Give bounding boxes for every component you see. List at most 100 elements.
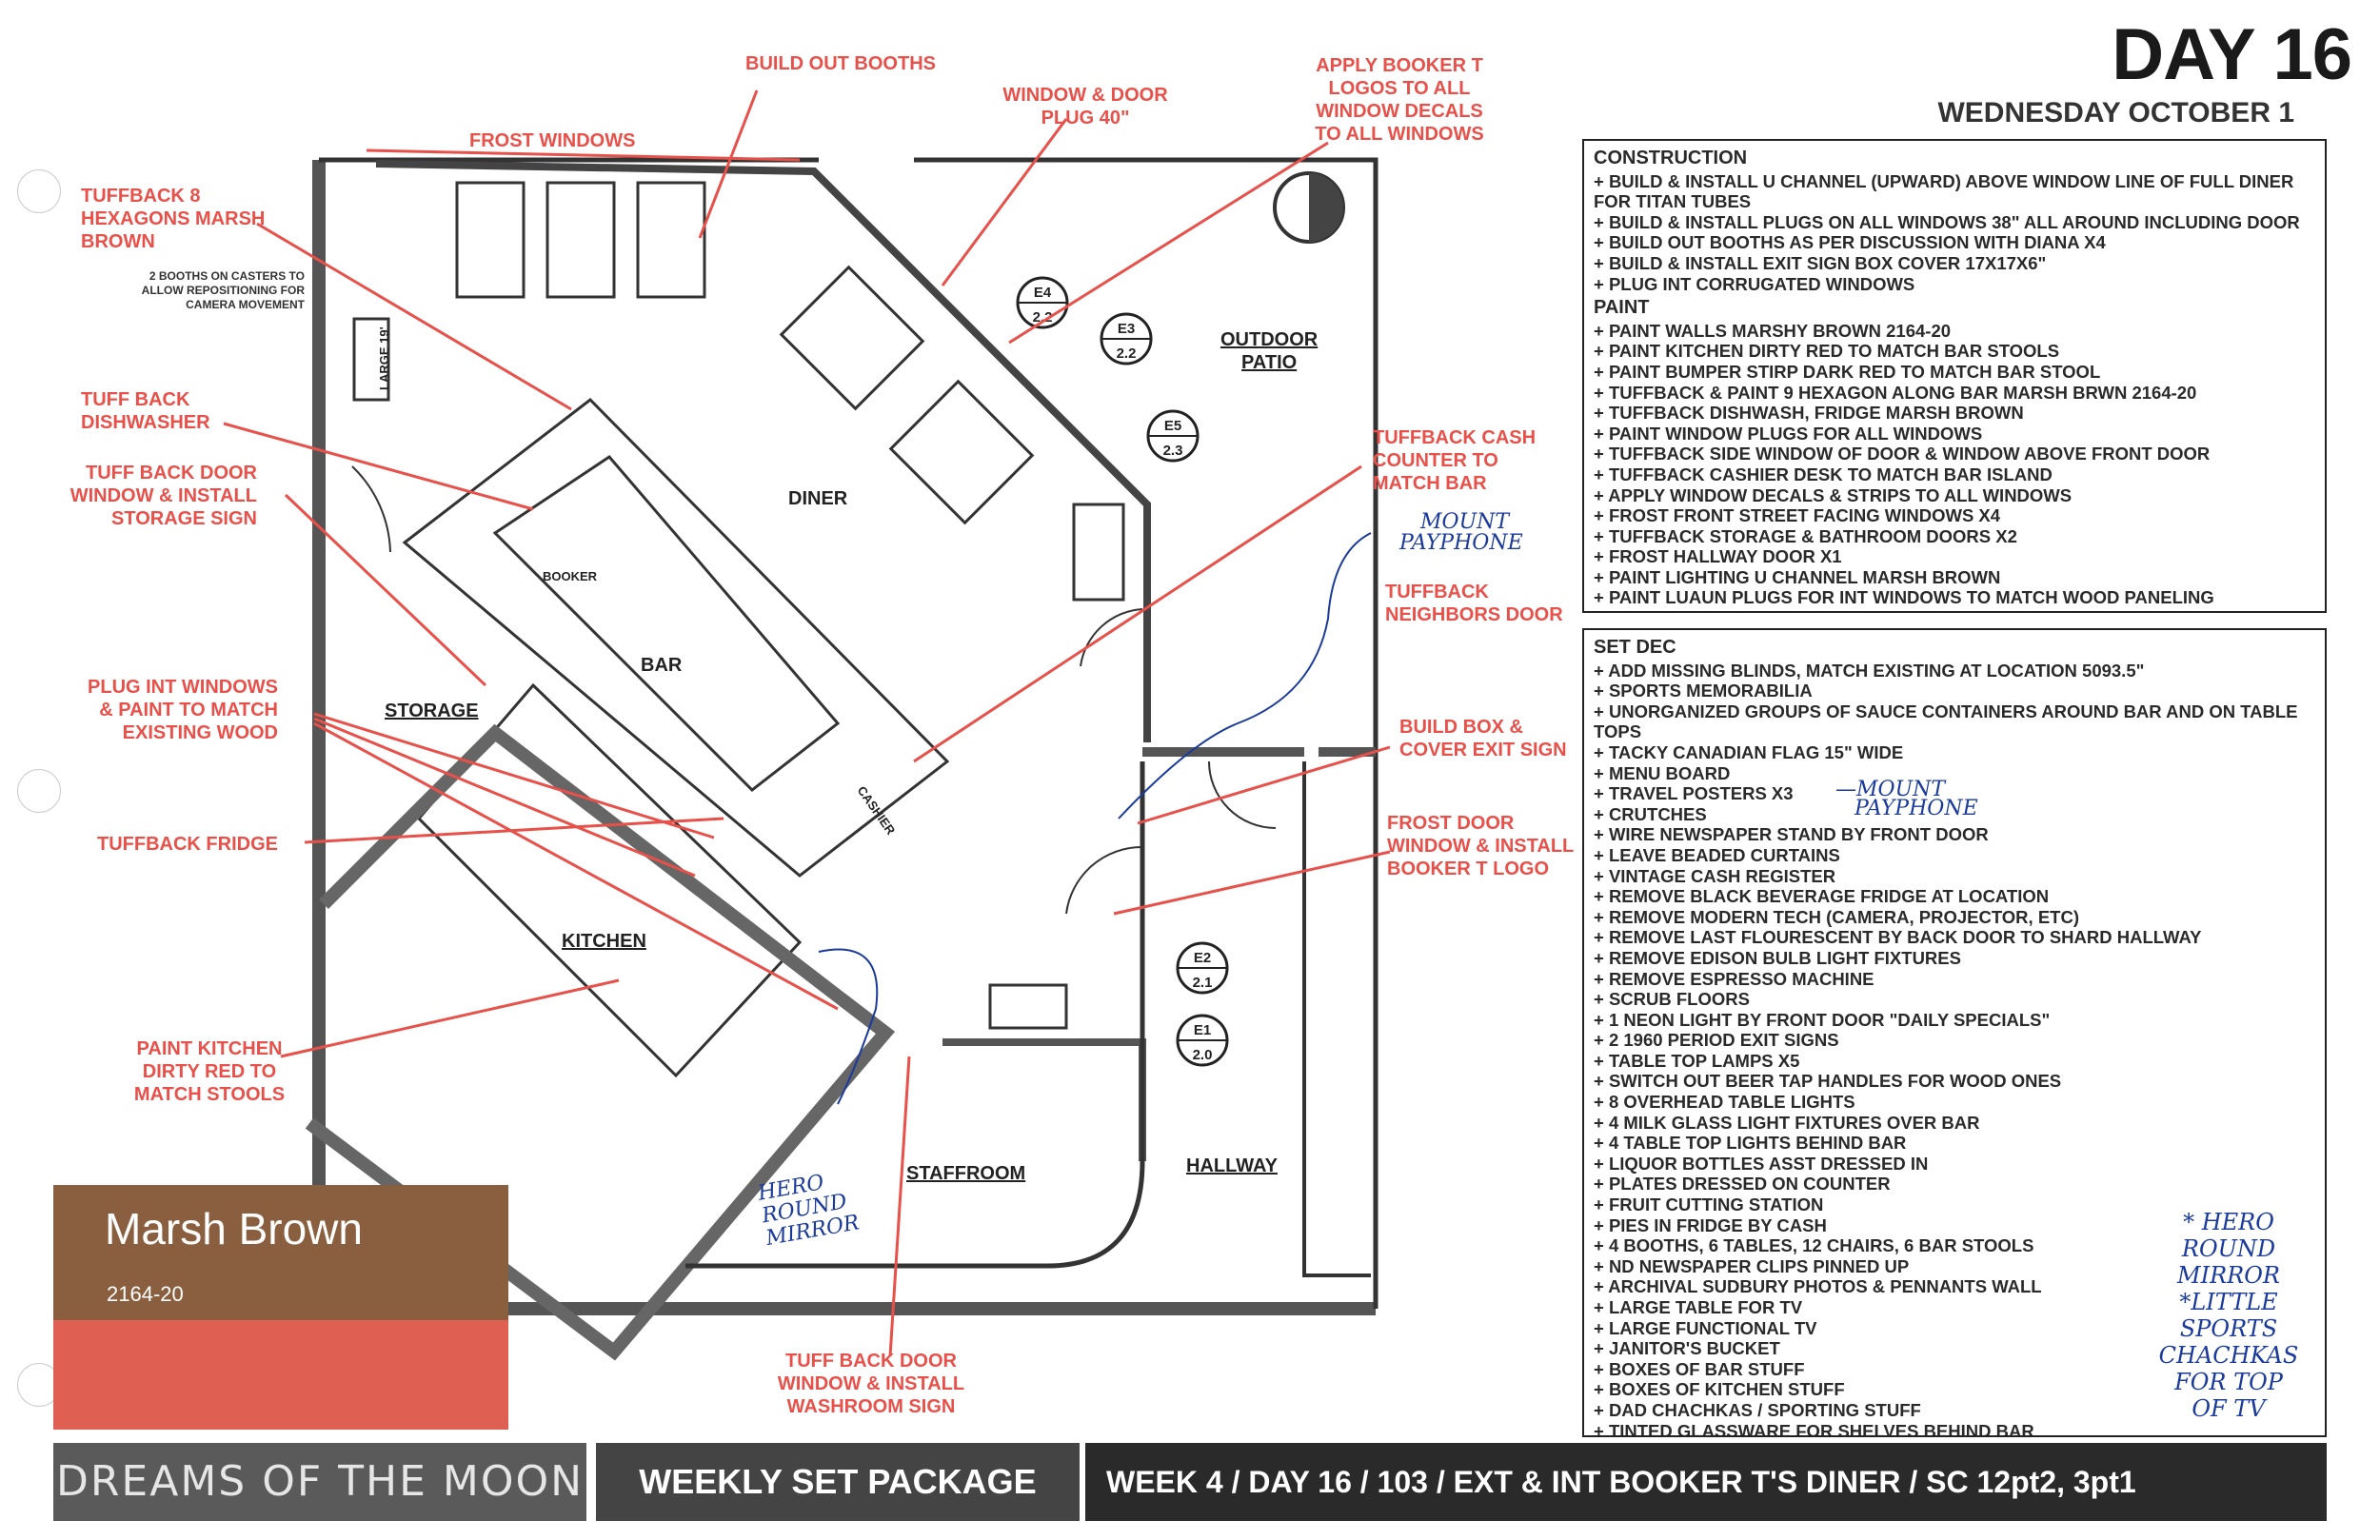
list-item: + 4 TABLE TOP LIGHTS BEHIND BAR	[1594, 1133, 1907, 1154]
list-item: + 8 OVERHEAD TABLE LIGHTS	[1594, 1092, 1855, 1113]
list-item: + LARGE TABLE FOR TV	[1594, 1297, 1803, 1317]
marker-id: E1	[1194, 1022, 1211, 1038]
annotation-tuff-door-washroom: TUFF BACK DOOR WINDOW & INSTALL WASHROOM…	[777, 1351, 965, 1417]
list-item: + MENU BOARD	[1594, 762, 1731, 783]
list-item: + 4 MILK GLASS LIGHT FIXTURES OVER BAR	[1594, 1112, 1980, 1133]
list-item: + BUILD & INSTALL U CHANNEL (UPWARD) ABO…	[1594, 170, 2294, 191]
tv-label: LARGE 19'	[377, 326, 391, 390]
list-item: + REMOVE ESPRESSO MACHINE	[1594, 968, 1874, 989]
day-title: DAY 16	[2112, 14, 2352, 95]
list-item: + BOXES OF BAR STUFF	[1594, 1358, 1805, 1379]
list-item: + ND NEWSPAPER CLIPS PINNED UP	[1594, 1255, 1910, 1276]
annotation-window-door-plug: WINDOW & DOOR PLUG 40"	[1002, 85, 1168, 128]
list-item: + REMOVE EDISON BULB LIGHT FIXTURES	[1594, 947, 1961, 968]
annotation-tuffback-hexagons: TUFFBACK 8 HEXAGONS MARSH BROWN	[81, 186, 266, 252]
setdec-box: SET DEC + ADD MISSING BLINDS, MATCH EXIS…	[1582, 628, 2327, 1437]
footer-scene: WEEK 4 / DAY 16 / 103 / EXT & INT BOOKER…	[1085, 1443, 2327, 1521]
paint-title: PAINT	[1594, 297, 1650, 319]
list-item: + ARCHIVAL SUDBURY PHOTOS & PENNANTS WAL…	[1594, 1276, 2042, 1297]
annotation-tuffback-fridge: TUFFBACK FRIDGE	[97, 834, 278, 855]
list-item: + PAINT LUAUN PLUGS FOR INT WINDOWS TO M…	[1594, 587, 2214, 608]
list-item: + PAINT LIGHTING U CHANNEL MARSH BROWN	[1594, 566, 2001, 587]
handwritten-side-note: * HERO ROUND MIRROR *LITTLE SPORTS CHACH…	[2158, 1209, 2299, 1422]
annotation-frost-windows: FROST WINDOWS	[469, 130, 636, 151]
annotation-frost-door: FROST DOOR WINDOW & INSTALL BOOKER T LOG…	[1387, 813, 1575, 879]
punch-hole-top	[17, 169, 61, 213]
setdec-title: SET DEC	[1594, 637, 1676, 658]
list-item: + ADD MISSING BLINDS, MATCH EXISTING AT …	[1594, 660, 2145, 681]
annotation-tuff-door-storage: TUFF BACK DOOR WINDOW & INSTALL STORAGE …	[69, 463, 257, 529]
list-item: + APPLY WINDOW DECALS & STRIPS TO ALL WI…	[1594, 484, 2073, 505]
list-item: + REMOVE BLACK BEVERAGE FRIDGE AT LOCATI…	[1594, 886, 2050, 907]
swatch-bottom	[53, 1320, 508, 1430]
list-item: + PAINT WALLS MARSHY BROWN 2164-20	[1594, 320, 1952, 341]
list-item: + BUILD OUT BOOTHS AS PER DISCUSSION WIT…	[1594, 232, 2106, 253]
list-item: + LIQUOR BOTTLES ASST DRESSED IN	[1594, 1153, 1929, 1174]
list-item: + LARGE FUNCTIONAL TV	[1594, 1317, 1817, 1338]
annotation-apply-logos: APPLY BOOKER T LOGOS TO ALL WINDOW DECAL…	[1315, 55, 1484, 145]
list-item: + 1 NEON LIGHT BY FRONT DOOR "DAILY SPEC…	[1594, 1009, 2051, 1030]
annotation-build-out-booths: BUILD OUT BOOTHS	[745, 53, 936, 74]
swatch-code: 2164-20	[107, 1282, 184, 1306]
room-outdoor-patio: OUTDOOR PATIO	[1220, 329, 1319, 373]
list-item: + VINTAGE CASH REGISTER	[1594, 865, 1836, 886]
marker-sheet: 2.0	[1193, 1047, 1213, 1063]
paint-list: + PAINT WALLS MARSHY BROWN 2164-20 + PAI…	[1594, 321, 2315, 608]
marker-id: E5	[1164, 418, 1181, 434]
list-item: + TRAVEL POSTERS X3	[1594, 783, 1794, 804]
booker-label: BOOKER	[543, 569, 598, 583]
marker-id: E3	[1118, 321, 1135, 337]
annotation-tuffback-neighbors: TUFFBACK NEIGHBORS DOOR	[1385, 582, 1563, 625]
list-item: + PAINT WINDOW PLUGS FOR ALL WINDOWS	[1594, 423, 1983, 444]
list-item: + SWITCH OUT BEER TAP HANDLES FOR WOOD O…	[1594, 1071, 2062, 1092]
room-storage: STORAGE	[385, 701, 479, 721]
list-item: + TINTED GLASSWARE FOR SHELVES BEHIND BA…	[1594, 1420, 2034, 1437]
construction-list: + BUILD & INSTALL U CHANNEL (UPWARD) ABO…	[1594, 171, 2315, 295]
list-item: FOR TITAN TUBES	[1594, 191, 1752, 212]
list-item: + PAINT BUMPER STIRP DARK RED TO MATCH B…	[1594, 361, 2101, 382]
list-item: + BOXES OF KITCHEN STUFF	[1594, 1379, 1845, 1400]
marker-sheet: 2.1	[1193, 975, 1213, 991]
list-item: + PAINT KITCHEN DIRTY RED TO MATCH BAR S…	[1594, 341, 2060, 362]
marker-id: E2	[1194, 950, 1211, 966]
list-item: + REMOVE LAST FLOURESCENT BY BACK DOOR T…	[1594, 927, 2202, 948]
list-item: + FRUIT CUTTING STATION	[1594, 1194, 1824, 1215]
annotation-tuffback-cash: TUFFBACK CASH COUNTER TO MATCH BAR	[1373, 427, 1537, 494]
list-item: + BUILD & INSTALL PLUGS ON ALL WINDOWS 3…	[1594, 211, 2300, 232]
annotation-build-box: BUILD BOX & COVER EXIT SIGN	[1399, 717, 1567, 760]
list-item: + TUFFBACK SIDE WINDOW OF DOOR & WINDOW …	[1594, 444, 2211, 464]
marker-sheet: 2.2	[1033, 309, 1053, 326]
list-item: TOPS	[1594, 721, 1642, 742]
list-item: + FROST FRONT STREET FACING WINDOWS X4	[1594, 505, 2001, 526]
marker-sheet: 2.2	[1117, 346, 1137, 362]
annotation-tuff-dishwasher: TUFF BACK DISHWASHER	[81, 389, 210, 433]
list-item: + 2 1960 PERIOD EXIT SIGNS	[1594, 1030, 1839, 1051]
list-item: + LEAVE BEADED CURTAINS	[1594, 844, 1840, 865]
swatch-name: Marsh Brown	[105, 1204, 363, 1254]
marker-id: E4	[1034, 285, 1052, 301]
punch-hole-middle	[17, 769, 61, 813]
list-item: + DAD CHACHKAS / SPORTING STUFF	[1594, 1399, 1921, 1420]
list-item: + UNORGANIZED GROUPS OF SAUCE CONTAINERS…	[1594, 701, 2298, 721]
room-diner: DINER	[788, 488, 848, 509]
room-bar: BAR	[641, 655, 683, 676]
annotation-paint-kitchen: PAINT KITCHEN DIRTY RED TO MATCH STOOLS	[133, 1038, 286, 1105]
list-item: + TUFFBACK CASHIER DESK TO MATCH BAR ISL…	[1594, 464, 2053, 484]
list-item: + JANITOR'S BUCKET	[1594, 1338, 1780, 1359]
list-item: + BUILD & INSTALL EXIT SIGN BOX COVER 17…	[1594, 252, 2047, 273]
annotation-booths-note: 2 BOOTHS ON CASTERS TO ALLOW REPOSITIONI…	[141, 269, 305, 311]
handwritten-mount-payphone: MOUNT PAYPHONE	[1399, 510, 1523, 555]
handwritten-mount-payphone-list: —MOUNT PAYPHONE	[1835, 778, 1978, 820]
annotation-plug-int-windows: PLUG INT WINDOWS & PAINT TO MATCH EXISTI…	[88, 677, 278, 743]
list-item: + SCRUB FLOORS	[1594, 989, 1750, 1010]
room-kitchen: KITCHEN	[562, 931, 646, 952]
list-item: + TUFFBACK DISHWASH, FRIDGE MARSH BROWN	[1594, 403, 2024, 424]
list-item: + REMOVE MODERN TECH (CAMERA, PROJECTOR,…	[1594, 906, 2079, 927]
list-item: + PIES IN FRIDGE BY CASH	[1594, 1214, 1827, 1235]
swatch-top	[53, 1185, 508, 1320]
list-item: + WIRE NEWSPAPER STAND BY FRONT DOOR	[1594, 824, 1989, 845]
list-item: + PLATES DRESSED ON COUNTER	[1594, 1174, 1891, 1194]
list-item: + 4 BOOTHS, 6 TABLES, 12 CHAIRS, 6 BAR S…	[1594, 1235, 2034, 1256]
day-date: WEDNESDAY OCTOBER 1	[1937, 97, 2294, 128]
list-item: + TABLE TOP LAMPS X5	[1594, 1050, 1800, 1071]
